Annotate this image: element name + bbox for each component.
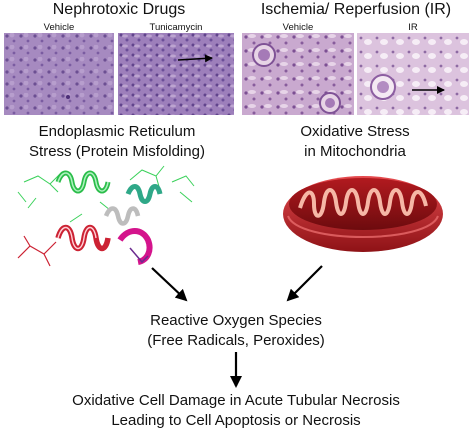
- ischemia-reperfusion-title: Ischemia/ Reperfusion (IR): [260, 1, 452, 18]
- histology-vehicle-drugs-image: [4, 33, 114, 115]
- histology-tunicamycin-image: [118, 33, 234, 115]
- tunicamycin-label: Tunicamycin: [149, 22, 203, 33]
- ros-line2: (Free Radicals, Peroxides): [147, 332, 325, 349]
- vehicle-label-right: Vehicle: [282, 22, 314, 33]
- ros-block: Reactive Oxygen Species (Free Radicals, …: [0, 311, 472, 351]
- ros-line1: Reactive Oxygen Species: [150, 312, 322, 329]
- vehicle-label-left: Vehicle: [43, 22, 75, 33]
- nephrotoxic-drugs-title: Nephrotoxic Drugs: [52, 1, 186, 18]
- mito-stress-line2: in Mitochondria: [304, 143, 406, 160]
- outcome-line1: Oxidative Cell Damage in Acute Tubular N…: [72, 392, 400, 409]
- ir-label: IR: [408, 22, 418, 33]
- mito-stress-line1: Oxidative Stress: [300, 123, 410, 140]
- outcome-line2: Leading to Cell Apoptosis or Necrosis: [111, 412, 361, 429]
- tunicamycin-pointer-arrow: [177, 54, 213, 63]
- outcome-block: Oxidative Cell Damage in Acute Tubular N…: [0, 391, 472, 431]
- histology-vehicle-ir-image: [242, 33, 354, 115]
- er-stress-line1: Endoplasmic Reticulum: [38, 123, 196, 140]
- red-helix: [55, 224, 111, 252]
- histology-ir-image: [357, 33, 469, 115]
- er-stress-heading: Endoplasmic Reticulum Stress (Protein Mi…: [0, 122, 234, 162]
- er-stress-line2: Stress (Protein Misfolding): [29, 143, 205, 160]
- magenta-ribbon: [117, 228, 153, 265]
- misfolded-protein-illustration: [17, 165, 195, 267]
- mito-to-ros-arrow: [286, 265, 323, 302]
- er-to-ros-arrow: [151, 267, 188, 302]
- green-helix: [55, 170, 111, 194]
- mitochondrion-illustration: [283, 176, 443, 252]
- mito-stress-heading: Oxidative Stress in Mitochondria: [250, 122, 460, 162]
